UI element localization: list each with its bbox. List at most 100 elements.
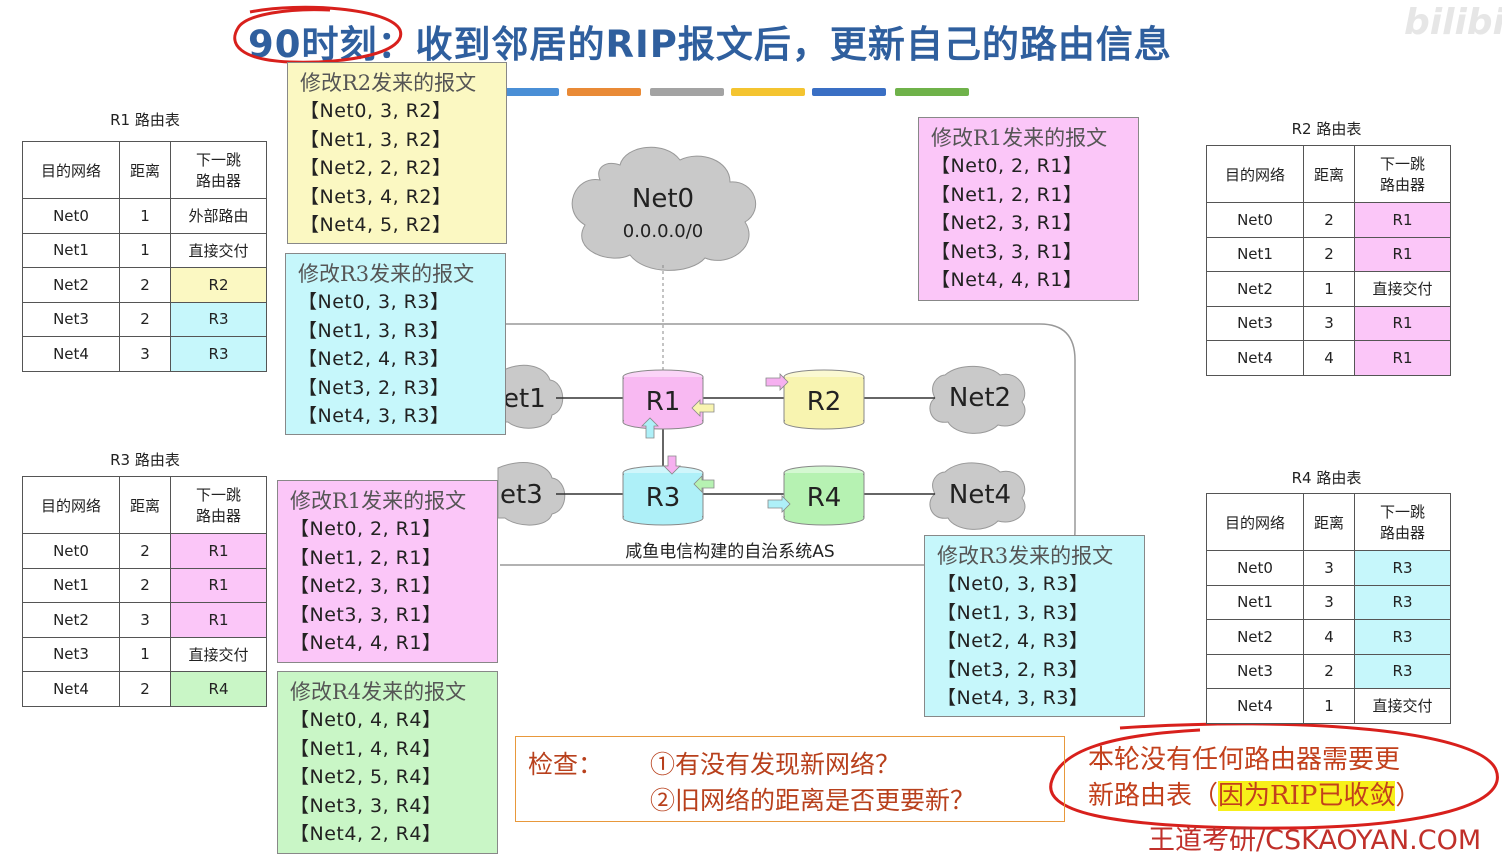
msg-line: 【Net2, 4, R3】 [937, 630, 1089, 653]
cell-dist: 3 [1303, 305, 1355, 341]
r1-table-caption: R1 路由表 [110, 111, 180, 129]
header-next-line2: 路由器 [195, 507, 241, 525]
cell-net: Net1 [1206, 584, 1304, 620]
r2-table-caption: R2 路由表 [1291, 120, 1362, 138]
header-next-line1: 下一跳 [1379, 155, 1425, 173]
cell-net: Net4 [22, 671, 120, 707]
net4-cloud: Net4 [929, 462, 1026, 530]
note-line-2b: ） [1395, 781, 1422, 811]
cell-next: R4 [170, 671, 267, 707]
table-header-row: 目的网络距离下一跳路由器 [1206, 493, 1451, 551]
title-text: 收到邻居的RIP报文后，更新自己的路由信息 [415, 23, 1172, 66]
cell-next: R2 [170, 267, 267, 303]
header-next: 下一跳路由器 [170, 141, 267, 199]
router-r3[interactable]: R3 [622, 465, 704, 526]
color-bar-5 [812, 88, 886, 96]
cell-dist: 3 [1303, 584, 1355, 620]
cell-net: Net4 [1206, 688, 1304, 724]
note-highlight: 因为RIP已收敛 [1218, 781, 1396, 811]
header-next: 下一跳路由器 [1354, 493, 1451, 551]
msg-box-r3-to-r1: 修改R3发来的报文【Net0, 3, R3】【Net1, 3, R3】【Net2… [285, 253, 506, 435]
cell-dist: 2 [119, 267, 171, 303]
router-r4-label: R4 [807, 483, 842, 513]
color-bar-3 [650, 88, 724, 96]
red-circle-note [1049, 722, 1499, 830]
cell-next: R3 [170, 336, 267, 372]
msg-line: 【Net2, 3, R1】 [290, 575, 442, 598]
msg-line: 【Net3, 2, R3】 [298, 376, 450, 399]
msg-line: 【Net0, 3, R2】 [300, 100, 452, 123]
msg-line: 【Net3, 3, R4】 [290, 794, 442, 817]
cell-next: R3 [1354, 584, 1451, 620]
cell-next: R1 [1354, 202, 1451, 238]
cell-net: Net3 [1206, 653, 1304, 689]
msg-title: 修改R3发来的报文 [298, 262, 475, 286]
cell-dist: 1 [119, 232, 171, 268]
header-dest: 目的网络 [1206, 145, 1304, 203]
title-time: 90时刻： [248, 23, 416, 66]
msg-line: 【Net4, 5, R2】 [300, 214, 452, 237]
color-bar-2 [567, 88, 641, 96]
cell-next: R3 [1354, 619, 1451, 655]
cell-net: Net0 [22, 198, 120, 234]
msg-title: 修改R1发来的报文 [290, 489, 467, 513]
cell-dist: 1 [119, 636, 171, 672]
as-label: 咸鱼电信构建的自治系统AS [625, 542, 834, 562]
footer-brand: 王道考研/CSKAOYAN.COM [1148, 825, 1482, 856]
check-question-2: ②旧网络的距离是否更要新？ [650, 786, 976, 815]
msg-line: 【Net3, 3, R1】 [931, 240, 1083, 263]
cell-next: 直接交付 [1354, 271, 1451, 307]
msg-line: 【Net1, 3, R3】 [298, 319, 450, 342]
cell-next: R3 [170, 301, 267, 337]
net0-name: Net0 [632, 184, 694, 214]
net3-label: et3 [500, 480, 543, 510]
cell-net: Net0 [1206, 202, 1304, 238]
msg-line: 【Net3, 3, R1】 [290, 603, 442, 626]
check-label: 检查： [528, 750, 604, 779]
color-bar-4 [731, 88, 805, 96]
msg-box-r1-to-r2: 修改R1发来的报文【Net0, 2, R1】【Net1, 2, R1】【Net2… [918, 117, 1139, 301]
header-next: 下一跳路由器 [170, 476, 267, 534]
router-r1-label: R1 [646, 387, 681, 417]
msg-line: 【Net2, 3, R1】 [931, 212, 1083, 235]
msg-line: 【Net0, 3, R3】 [298, 291, 450, 314]
note-line-2a: 新路由表（ [1088, 781, 1219, 811]
router-r2[interactable]: R2 [783, 369, 865, 430]
header-next: 下一跳路由器 [1354, 145, 1451, 203]
router-r1[interactable]: R1 [622, 369, 704, 430]
cell-net: Net3 [1206, 305, 1304, 341]
arrow-r1-to-r3 [663, 455, 681, 475]
router-r4[interactable]: R4 [783, 465, 865, 526]
cell-net: Net3 [22, 636, 120, 672]
msg-line: 【Net3, 2, R3】 [937, 658, 1089, 681]
msg-line: 【Net1, 4, R4】 [290, 737, 442, 760]
net2-label: Net2 [949, 383, 1011, 413]
header-next-line1: 下一跳 [195, 486, 241, 504]
cell-net: Net2 [1206, 619, 1304, 655]
cell-net: Net2 [22, 602, 120, 638]
cell-net: Net0 [1206, 550, 1304, 586]
table-header-row: 目的网络距离下一跳路由器 [22, 476, 267, 534]
net2-cloud: Net2 [929, 365, 1026, 434]
msg-line: 【Net4, 3, R3】 [937, 687, 1089, 710]
msg-line: 【Net0, 4, R4】 [290, 709, 442, 732]
color-bar-6 [895, 88, 969, 96]
cell-net: Net2 [1206, 271, 1304, 307]
cell-net: Net1 [22, 567, 120, 603]
arrow-r2-to-r1 [691, 399, 715, 417]
header-next-line2: 路由器 [195, 172, 241, 190]
cell-net: Net2 [22, 267, 120, 303]
msg-line: 【Net4, 3, R3】 [298, 405, 450, 428]
msg-box-r2: 修改R2发来的报文【Net0, 3, R2】【Net1, 3, R2】【Net2… [287, 62, 507, 244]
